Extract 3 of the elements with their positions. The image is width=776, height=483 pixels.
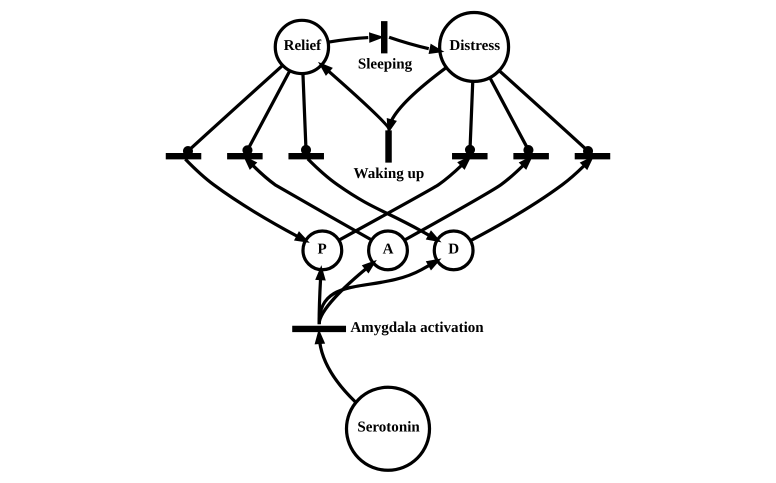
node-label: Sleeping <box>358 56 412 73</box>
node-label: Waking up <box>354 166 424 182</box>
node-label: Amygdala activation <box>350 320 484 336</box>
